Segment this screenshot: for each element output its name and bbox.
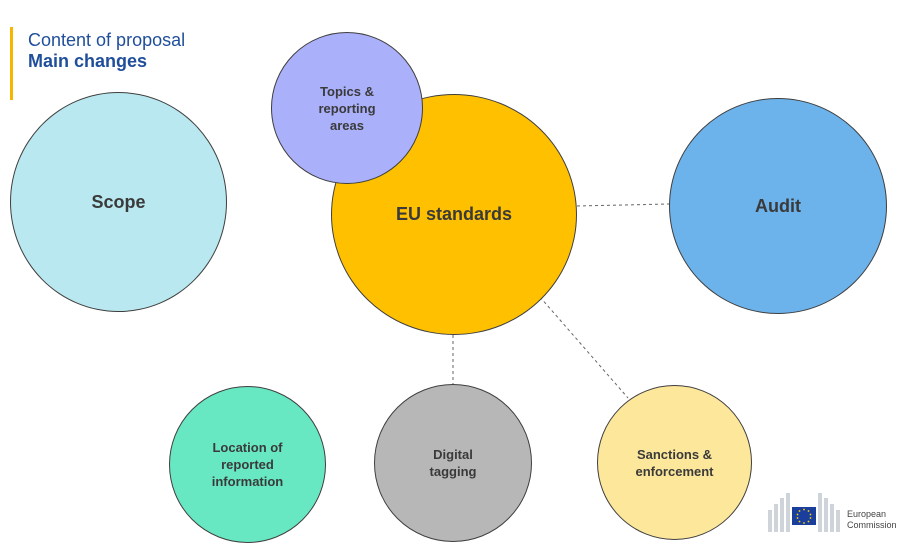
connector-eu-audit bbox=[576, 203, 670, 207]
title-block: Content of proposal Main changes bbox=[28, 29, 185, 71]
digital-tagging-circle: Digital tagging bbox=[374, 384, 532, 542]
sanctions-circle: Sanctions & enforcement bbox=[597, 385, 752, 540]
location-circle: Location of reported information bbox=[169, 386, 326, 543]
topics-label-line: areas bbox=[330, 117, 364, 133]
european-commission-logo-icon bbox=[768, 493, 840, 532]
sanctions-label-line: Sanctions & bbox=[636, 446, 713, 462]
logo-text-line: Commission bbox=[847, 520, 897, 530]
topics-label-line: Topics & bbox=[320, 83, 374, 99]
page-subtitle: Main changes bbox=[28, 51, 148, 71]
sanctions-label-line: enforcement bbox=[635, 463, 714, 479]
topics-label-line: reporting bbox=[318, 100, 376, 116]
connector-eu-sanctions bbox=[539, 296, 629, 399]
page-title: Content of proposal bbox=[28, 30, 186, 50]
location-label-line: information bbox=[211, 474, 284, 489]
eu-standards-label: EU standards bbox=[395, 204, 513, 224]
audit-circle: Audit bbox=[669, 98, 887, 314]
accent-bar bbox=[10, 27, 13, 100]
logo-text-line: European bbox=[847, 509, 887, 519]
location-label-line: reported bbox=[221, 457, 274, 472]
digital-label-line: tagging bbox=[429, 464, 477, 479]
digital-label-line: Digital bbox=[433, 447, 473, 462]
topics-circle: Topics & reporting areas bbox=[271, 32, 423, 184]
location-label-line: Location of bbox=[212, 440, 283, 455]
scope-label: Scope bbox=[91, 191, 146, 212]
audit-label: Audit bbox=[755, 195, 801, 216]
logo-text: European Commission bbox=[847, 509, 897, 531]
scope-circle: Scope bbox=[10, 92, 227, 312]
